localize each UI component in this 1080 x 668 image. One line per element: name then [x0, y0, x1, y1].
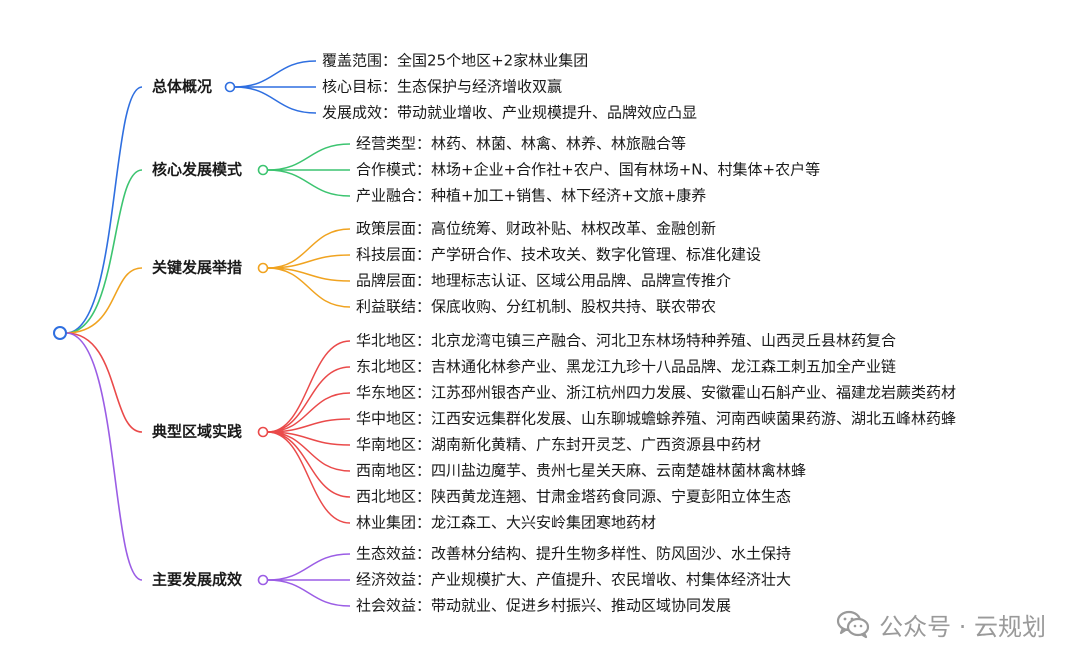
leaf-label: 生态效益：改善林分结构、提升生物多样性、防风固沙、水土保持	[356, 545, 791, 563]
root-to-branch-edge	[65, 332, 143, 433]
leaf-label: 核心目标：生态保护与经济增收双赢	[322, 78, 562, 96]
branch-to-leaf-edge	[267, 169, 351, 197]
mindmap-nodes: 总体概况 覆盖范围：全国25个地区+2家林业集团核心目标：生态保护与经济增收双赢发…	[53, 52, 956, 615]
branch-label: 主要发展成效	[152, 571, 243, 589]
watermark: 公众号 · 云规划	[835, 606, 1046, 642]
leaf-label: 经营类型：林药、林菌、林禽、林养、林旅融合等	[356, 135, 686, 153]
branch-to-leaf-edge	[267, 228, 351, 269]
leaf-label: 华南地区：湖南新化黄精、广东封开灵芝、广西资源县中药材	[356, 436, 761, 454]
root-node[interactable]	[53, 326, 67, 340]
leaf-label: 发展成效：带动就业增收、产业规模提升、品牌效应凸显	[322, 104, 697, 122]
leaf-label: 林业集团：龙江森工、大兴安岭集团寒地药材	[356, 514, 656, 532]
leaf-label: 产业融合：种植+加工+销售、林下经济+文旅+康养	[356, 187, 706, 205]
root-to-branch-edge	[65, 267, 143, 334]
branch-label: 总体概况	[152, 78, 212, 96]
branch-to-leaf-edge	[267, 553, 351, 581]
branch-to-leaf-edge	[267, 579, 351, 607]
branch-to-leaf-edge	[267, 431, 351, 524]
branch-collapse-toggle[interactable]	[257, 574, 269, 586]
branch-to-leaf-edge	[267, 143, 351, 171]
branch-collapse-toggle[interactable]	[257, 426, 269, 438]
branch-label: 核心发展模式	[152, 161, 242, 179]
branch-collapse-toggle[interactable]	[257, 164, 269, 176]
leaf-label: 华北地区：北京龙湾屯镇三产融合、河北卫东林场特种养殖、山西灵丘县林药复合	[356, 332, 896, 350]
branch-to-leaf-edge	[267, 366, 351, 433]
root-to-branch-edge	[65, 332, 143, 581]
leaf-label: 合作模式：林场+企业+合作社+农户、国有林场+N、村集体+农户等	[356, 161, 820, 179]
leaf-label: 华东地区：江苏邳州银杏产业、浙江杭州四力发展、安徽霍山石斛产业、福建龙岩蕨类药材	[356, 384, 956, 402]
leaf-label: 品牌层面：地理标志认证、区域公用品牌、品牌宣传推介	[356, 272, 731, 290]
branch-to-leaf-edge	[267, 392, 351, 433]
branch-to-leaf-edge	[234, 86, 317, 114]
leaf-label: 东北地区：吉林通化林参产业、黑龙江九珍十八品品牌、龙江森工刺五加全产业链	[356, 358, 896, 376]
root-to-branch-edge	[65, 169, 143, 334]
leaf-label: 政策层面：高位统筹、财政补贴、林权改革、金融创新	[356, 220, 716, 238]
leaf-label: 社会效益：带动就业、促进乡村振兴、推动区域协同发展	[356, 597, 731, 615]
branch-collapse-toggle[interactable]	[257, 262, 269, 274]
watermark-text: 公众号 · 云规划	[879, 612, 1046, 641]
branch-label: 典型区域实践	[152, 423, 242, 441]
branch-to-leaf-edge	[267, 267, 351, 308]
branch-to-leaf-edge	[234, 60, 317, 88]
leaf-label: 华中地区：江西安远集群化发展、山东聊城蟾蜍养殖、河南西峡菌果药游、湖北五峰林药蜂	[356, 410, 956, 428]
branch-collapse-toggle[interactable]	[224, 81, 236, 93]
branch-label: 关键发展举措	[152, 259, 242, 277]
wechat-icon	[837, 610, 870, 639]
branch-to-leaf-edge	[267, 340, 351, 433]
branch-to-leaf-edge	[267, 431, 351, 498]
root-to-branch-edge	[65, 86, 143, 334]
leaf-label: 利益联结：保底收购、分红机制、股权共持、联农带农	[356, 298, 716, 316]
leaf-label: 覆盖范围：全国25个地区+2家林业集团	[322, 52, 588, 70]
leaf-label: 经济效益：产业规模扩大、产值提升、农民增收、村集体经济壮大	[356, 571, 791, 589]
mindmap-edges	[65, 60, 351, 607]
leaf-label: 西北地区：陕西黄龙连翘、甘肃金塔药食同源、宁夏彭阳立体生态	[356, 488, 791, 506]
leaf-label: 科技层面：产学研合作、技术攻关、数字化管理、标准化建设	[356, 246, 761, 264]
leaf-label: 西南地区：四川盐边魔芋、贵州七星关天麻、云南楚雄林菌林禽林蜂	[356, 462, 806, 480]
